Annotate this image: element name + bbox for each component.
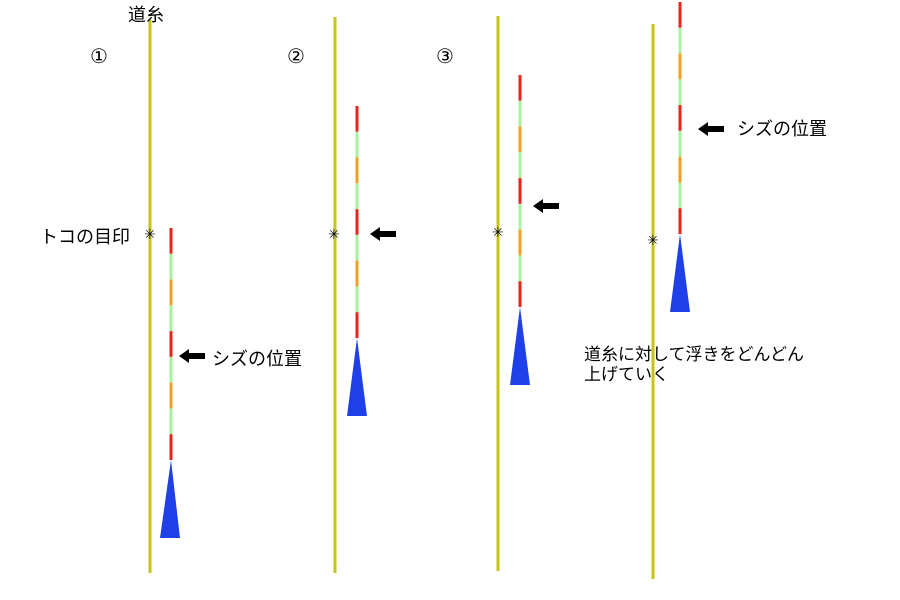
float-top-segment — [169, 434, 173, 460]
float-top-segment — [518, 75, 522, 101]
float-body-3 — [510, 307, 530, 385]
float-top-segment — [355, 286, 359, 313]
float-top-segment — [169, 228, 173, 254]
float-top-segment — [678, 79, 682, 106]
arrow-3 — [533, 199, 559, 213]
float-top-segment — [678, 130, 682, 157]
float-top-1 — [169, 228, 173, 460]
float-top-segment — [355, 260, 359, 287]
step-number-3: ③ — [436, 44, 454, 68]
float-top-segment — [518, 152, 522, 179]
float-top-segment — [678, 2, 682, 28]
float-top-segment — [169, 408, 173, 435]
float-top-segment — [518, 126, 522, 153]
float-top-segment — [678, 27, 682, 54]
main-line-label: 道糸 — [128, 5, 164, 26]
toko-marker-icon-4: ✳ — [647, 233, 659, 249]
arrow-4 — [698, 122, 724, 136]
step-number-1: ① — [90, 44, 108, 68]
toko-mark-label: トコの目印 — [40, 227, 130, 248]
step-number-2: ② — [287, 44, 305, 68]
toko-marker-icon-3: ✳ — [492, 225, 504, 241]
float-top-segment — [169, 279, 173, 306]
float-top-segment — [169, 356, 173, 383]
float-top-segment — [355, 131, 359, 158]
float-top-segment — [518, 255, 522, 282]
explanation-line-1: 道糸に対して浮きをどんどん — [584, 345, 804, 365]
float-top-segment — [355, 312, 359, 338]
float-top-segment — [355, 234, 359, 261]
sinker-position-label-1: シズの位置 — [212, 349, 302, 370]
float-top-segment — [518, 229, 522, 256]
float-top-segment — [678, 156, 682, 183]
float-top-segment — [169, 253, 173, 280]
float-body-4 — [670, 234, 690, 312]
float-top-segment — [678, 53, 682, 80]
float-body-2 — [347, 338, 367, 416]
toko-marker-icon-1: ✳ — [144, 227, 156, 243]
float-top-segment — [355, 106, 359, 132]
float-top-segment — [518, 281, 522, 307]
float-top-segment — [678, 208, 682, 234]
float-top-3 — [518, 75, 522, 307]
arrow-1 — [179, 349, 205, 363]
float-top-segment — [169, 305, 173, 332]
float-top-segment — [678, 182, 682, 209]
float-top-4 — [678, 2, 682, 234]
float-top-segment — [678, 105, 682, 131]
float-top-segment — [169, 331, 173, 357]
arrow-2 — [370, 227, 396, 241]
toko-marker-icon-2: ✳ — [328, 227, 340, 243]
float-top-segment — [518, 100, 522, 127]
float-top-segment — [518, 178, 522, 204]
explanation-line-2: 上げていく — [584, 365, 669, 385]
float-body-1 — [160, 460, 180, 538]
sinker-position-label-4: シズの位置 — [737, 119, 827, 140]
float-top-2 — [355, 106, 359, 338]
float-top-segment — [169, 382, 173, 409]
float-top-segment — [355, 183, 359, 210]
float-top-segment — [518, 203, 522, 230]
float-top-segment — [355, 209, 359, 235]
float-top-segment — [355, 157, 359, 184]
